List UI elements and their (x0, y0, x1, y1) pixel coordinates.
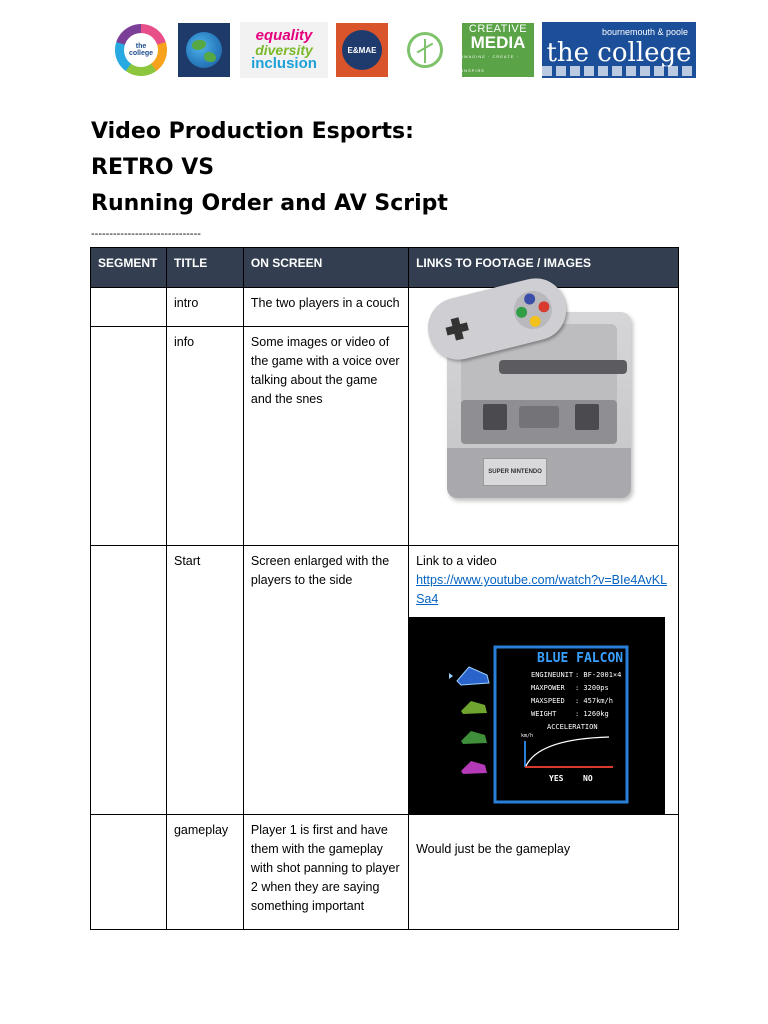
stat-value: : 1260kg (575, 710, 609, 718)
cell-on-screen: Some images or video of the game with a … (242, 326, 410, 546)
title-line-3: Running Order and AV Script (91, 191, 448, 216)
globe-logo (178, 23, 230, 77)
edi-logo: equality diversity inclusion (240, 22, 328, 78)
creative-tagline: IMAGINE · CREATE · INSPIRE (462, 54, 519, 73)
cell-title: Start (165, 545, 244, 815)
wave-icon (542, 65, 696, 76)
dpad-icon (444, 316, 471, 343)
cell-title: info (165, 326, 244, 546)
table-header-row: SEGMENT TITLE ON SCREEN LINKS TO FOOTAGE… (90, 247, 679, 288)
cell-segment (90, 814, 167, 930)
title-line-1: Video Production Esports: (91, 119, 414, 144)
car-name: BLUE FALCON (537, 651, 623, 666)
face-buttons (509, 287, 557, 334)
youtube-link[interactable]: https://www.youtube.com/watch?v=BIe4AvKL… (416, 573, 668, 606)
blue-falcon-car-icon (456, 666, 490, 686)
globe-icon (186, 32, 222, 68)
table-row: Start Screen enlarged with the players t… (90, 545, 679, 815)
edi-diversity: diversity (255, 42, 313, 58)
edi-inclusion: inclusion (251, 55, 317, 72)
a-button (537, 300, 551, 314)
table-row: info Some images or video of the game wi… (90, 326, 679, 546)
choice-yes: YES (549, 774, 564, 783)
college-ring-text: the college (124, 33, 158, 67)
emae-logo: E&MAE (336, 23, 388, 77)
x-button (523, 292, 537, 306)
creative-media-logo: CREATIVE MEDIA IMAGINE · CREATE · INSPIR… (462, 23, 534, 77)
fzero-screen-art: BLUE FALCON ENGINEUNIT : BF-2001×4 MAXPO… (449, 645, 629, 804)
table-row: gameplay Player 1 is first and have them… (90, 814, 679, 930)
wild-goose-car-icon (461, 701, 488, 714)
acceleration-curve (525, 736, 610, 767)
cell-links: Link to a video https://www.youtube.com/… (408, 545, 679, 815)
stats-frame (493, 645, 629, 804)
fire-stingray-car-icon (461, 761, 488, 774)
cartridge-slot (499, 360, 628, 374)
college-ring-logo: the college (115, 24, 167, 76)
cell-title: gameplay (165, 814, 244, 930)
college-name: the college (546, 37, 692, 68)
graph-title: ACCELERATION (547, 723, 598, 731)
leaf-icon (407, 32, 443, 68)
cell-segment (90, 545, 167, 815)
logo-strip: the college equality diversity inclusion… (112, 20, 696, 80)
media-word: MEDIA (470, 33, 526, 52)
snes-console-image: SUPER NINTENDO (409, 271, 665, 506)
cell-title: intro (165, 287, 244, 327)
b-button (528, 314, 542, 328)
header-title: TITLE (165, 247, 244, 288)
reset-button (575, 404, 600, 430)
separator-line: ------------------------------ (91, 228, 201, 240)
super-nintendo-plate: SUPER NINTENDO (483, 458, 548, 486)
emae-badge: E&MAE (342, 30, 382, 70)
cell-on-screen: Screen enlarged with the players to the … (242, 545, 410, 815)
document-title: Video Production Esports: RETRO VS Runni… (91, 114, 691, 222)
graph-axis-label: km/h (521, 733, 533, 739)
stat-value: : 457km/h (575, 697, 613, 705)
stat-value: : 3200ps (575, 684, 609, 692)
eject-button (519, 406, 560, 428)
title-line-2: RETRO VS (91, 155, 215, 180)
header-on-screen: ON SCREEN (242, 247, 410, 288)
sustainability-logo (398, 22, 452, 78)
stat-label: MAXPOWER (531, 684, 566, 692)
cell-segment (90, 326, 167, 546)
the-college-logo: bournemouth & poole the college (542, 22, 696, 78)
header-segment: SEGMENT (90, 247, 167, 288)
cell-on-screen: Player 1 is first and have them with the… (242, 814, 410, 930)
link-caption: Link to a video (416, 554, 497, 568)
stat-label: MAXSPEED (531, 697, 565, 705)
choice-no: NO (583, 774, 593, 783)
y-button (515, 305, 529, 320)
golden-fox-car-icon (461, 731, 488, 744)
stat-label: WEIGHT (531, 710, 557, 718)
selector-arrow-icon (449, 673, 454, 679)
cell-segment (90, 287, 167, 327)
college-subtitle: bournemouth & poole (601, 26, 688, 37)
power-switch (483, 404, 508, 430)
running-order-table: SEGMENT TITLE ON SCREEN LINKS TO FOOTAGE… (90, 247, 679, 930)
cell-links-image: SUPER NINTENDO (408, 271, 679, 546)
table-row: intro The two players in a couch SUPER N… (90, 271, 679, 546)
edi-equality: equality (255, 27, 313, 44)
cell-on-screen: The two players in a couch (242, 287, 410, 327)
cell-links: Would just be the gameplay (408, 814, 679, 930)
creative-word: CREATIVE (468, 23, 528, 35)
stat-value: : BF-2001×4 (575, 671, 621, 679)
stat-label: ENGINEUNIT (531, 671, 574, 679)
fzero-screenshot: BLUE FALCON ENGINEUNIT : BF-2001×4 MAXPO… (409, 617, 666, 815)
